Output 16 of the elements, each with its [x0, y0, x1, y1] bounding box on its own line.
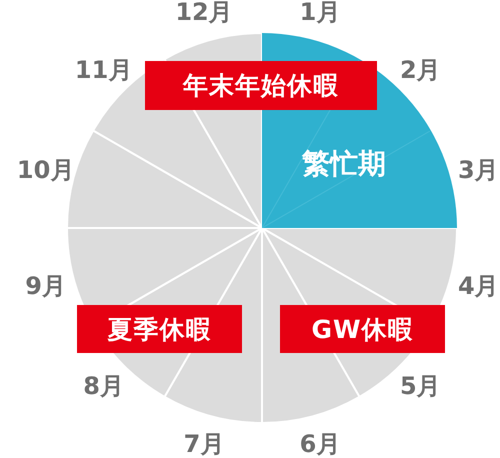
holiday-tag: 夏季休暇 — [77, 305, 242, 353]
period-label: 繁忙期 — [302, 146, 386, 182]
holiday-tag: 年末年始休暇 — [145, 61, 377, 110]
month-label: 5月 — [400, 371, 441, 402]
month-label: 2月 — [400, 54, 441, 86]
month-label: 1月 — [300, 0, 340, 28]
month-label: 8月 — [83, 371, 124, 402]
month-label: 11月 — [74, 54, 132, 86]
month-label: 6月 — [300, 429, 340, 458]
month-label: 3月 — [458, 155, 499, 186]
holiday-tag: GW休暇 — [280, 305, 445, 353]
month-label: 7月 — [184, 429, 224, 458]
month-label: 10月 — [16, 155, 74, 186]
month-label: 9月 — [25, 270, 66, 302]
month-label: 12月 — [175, 0, 233, 28]
month-label: 4月 — [458, 270, 499, 302]
